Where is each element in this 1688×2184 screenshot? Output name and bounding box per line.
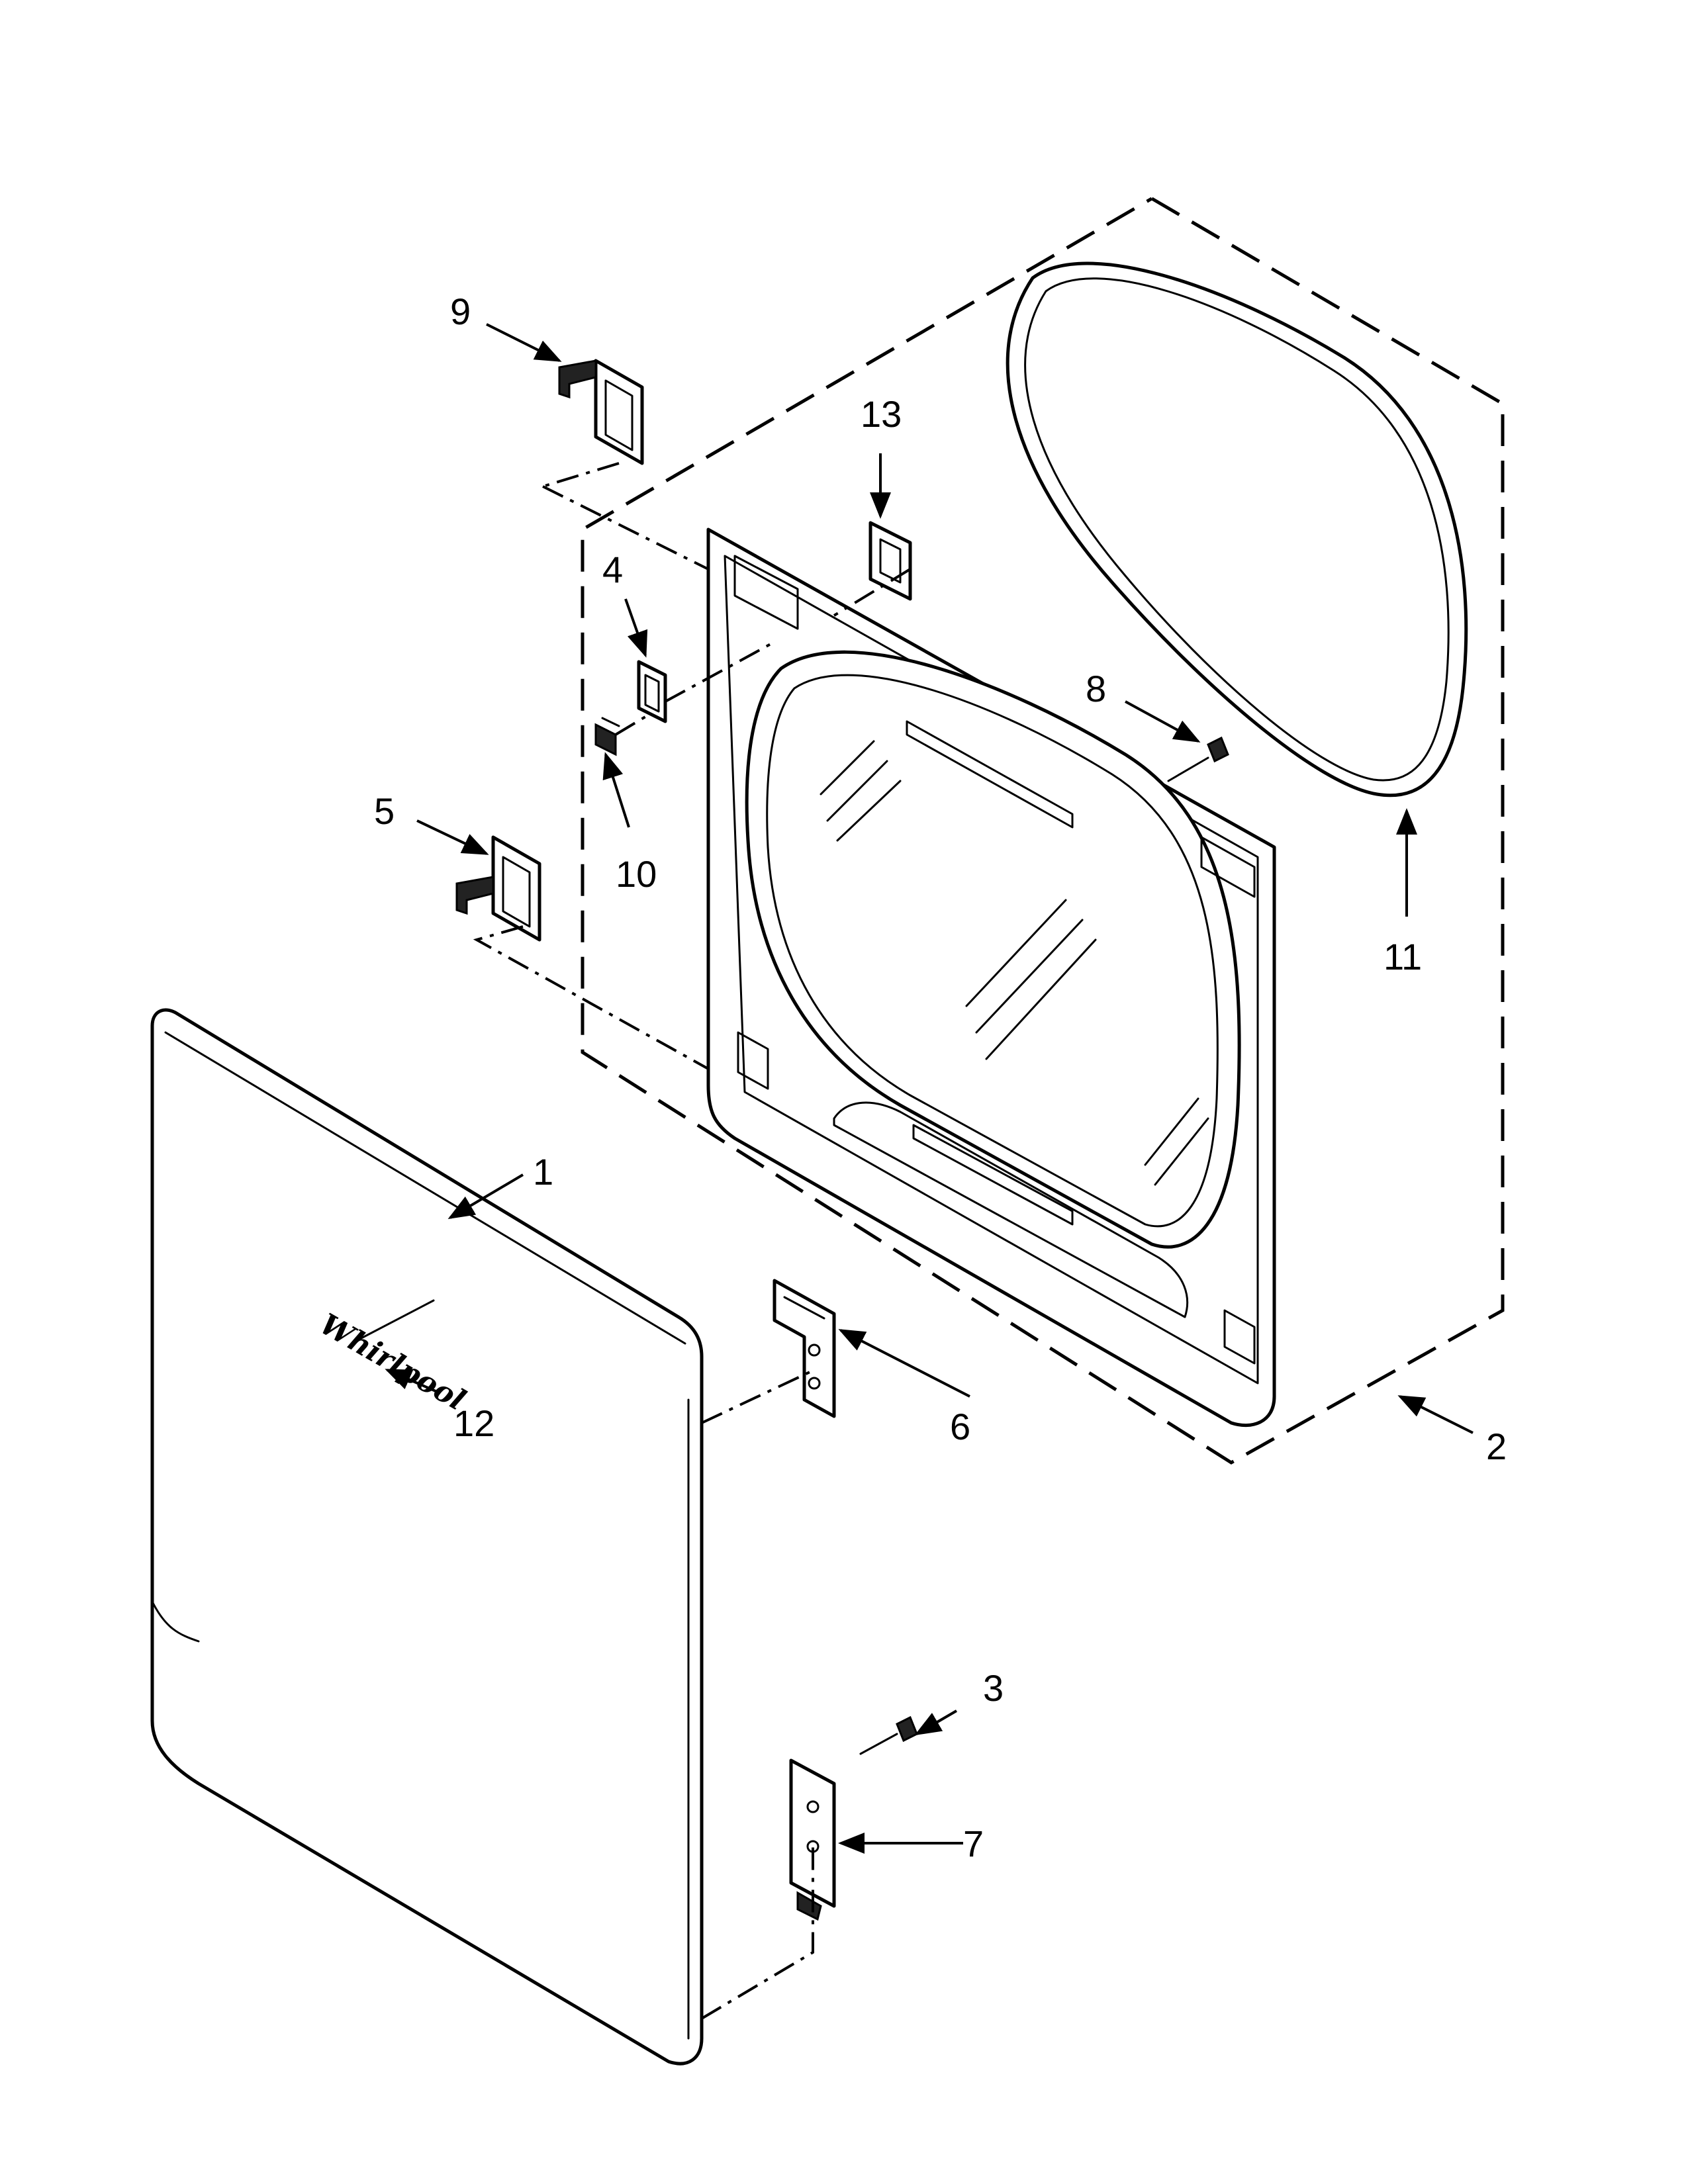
hinge-7 <box>789 1758 836 1921</box>
callout-9: 9 <box>450 291 471 332</box>
screw-8 <box>1167 736 1229 782</box>
latch-strike-4 <box>637 660 667 723</box>
callout-6: 6 <box>950 1406 970 1447</box>
bracket-13 <box>868 521 912 601</box>
hinge-6 <box>773 1279 836 1418</box>
callout-arrows <box>356 323 1474 1854</box>
callout-7: 7 <box>963 1823 984 1864</box>
bracket-9 <box>558 359 644 465</box>
callout-5: 5 <box>374 790 395 832</box>
latch-10 <box>594 717 620 756</box>
callout-3: 3 <box>983 1667 1004 1709</box>
bracket-5 <box>455 835 541 942</box>
screw-3 <box>859 1715 918 1755</box>
callout-11: 11 <box>1383 936 1422 978</box>
assembly-outline <box>581 197 1505 1465</box>
callout-2: 2 <box>1486 1426 1507 1467</box>
door-seal-ring <box>1006 261 1468 797</box>
callout-4: 4 <box>602 549 623 590</box>
callout-13: 13 <box>861 393 902 435</box>
callout-12: 12 <box>453 1402 494 1444</box>
front-panel-frame <box>706 527 1276 1428</box>
door-panel <box>150 1008 704 2066</box>
callout-10: 10 <box>616 853 657 895</box>
callout-8: 8 <box>1086 668 1106 709</box>
assembly-lines <box>473 462 912 2020</box>
callout-labels: 9 13 4 10 5 8 11 1 12 6 2 3 7 <box>374 291 1507 1864</box>
callout-1: 1 <box>533 1151 553 1193</box>
